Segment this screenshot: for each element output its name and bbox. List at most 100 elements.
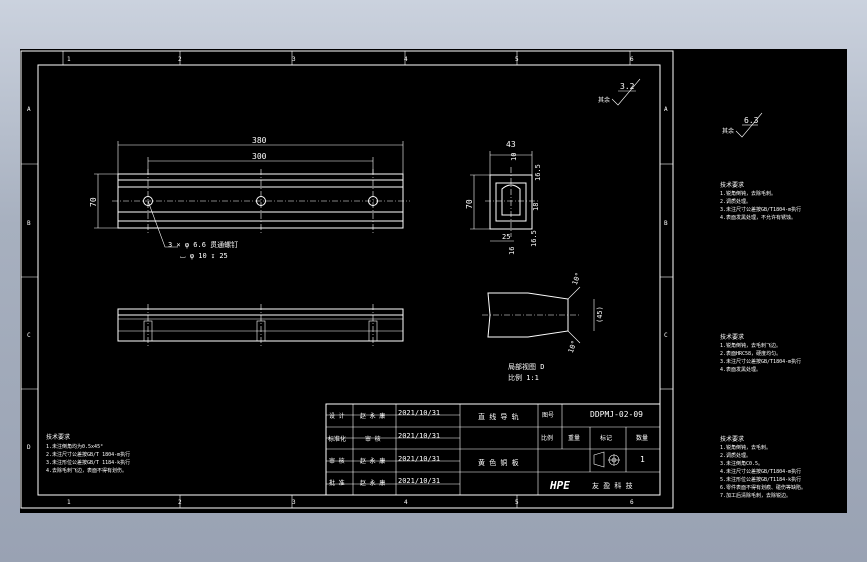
dim-side-l2: 16 [508,247,516,255]
roughness-main-value: 3.2 [620,82,635,91]
req-left-line: 技术要求 [46,433,70,441]
req-side1-line: 技术要求 [720,181,744,189]
col-number: 6 [630,56,634,63]
dim-angle-top: 10° [571,271,583,286]
col-number: 6 [630,499,634,506]
req-side3-line: 2.调质处理。 [720,452,751,459]
column-numbers: 1 2 3 4 5 6 1 2 3 4 5 6 [67,56,634,506]
dim-overall-length: 380 [252,136,267,145]
part-name: 直 线 导 轨 [478,412,519,421]
col-number: 2 [178,499,182,506]
req-side1-line: 3.未注尺寸公差按GB/T1804-m执行 [720,206,801,213]
req-left-line: 3.未注形位公差按GB/T 1184-k执行 [46,459,130,466]
side-view [470,151,538,242]
req-side3-line: 4.未注尺寸公差按GB/T1804-m执行 [720,468,801,475]
outer-border [20,50,674,509]
dim-side-height: 70 [465,199,474,209]
company-name: 友 盈 科 技 [592,481,633,490]
tb-role: 审 核 [329,457,345,465]
row-letters: A B C D A B C [27,106,668,451]
tb-date: 2021/10/31 [398,455,440,463]
col-number: 2 [178,56,182,63]
req-side1-line: 4.表面发黑处理，不允许有锈蚀。 [720,214,796,221]
req-side3-line: 1.锐角倒钝，去毛刺。 [720,444,771,451]
dim-detail-height: (45) [596,306,604,323]
row-letter: B [664,220,668,227]
roughness-side-value: 6.3 [744,116,759,125]
req-left-line: 4.去除毛刺飞边，表面不得有划伤。 [46,467,127,474]
code-label: 图号 [542,412,554,419]
row-letter: C [27,332,31,339]
roughness-symbol-side [735,112,763,138]
hdr-scale: 比例 [541,434,553,442]
col-number: 3 [292,56,296,63]
req-side1-line: 2.调质处理。 [720,198,751,205]
row-letter: A [27,106,31,113]
projection-symbol-icon [593,451,620,468]
dim-side-width: 43 [506,140,516,149]
col-number: 5 [515,499,519,506]
dim-height: 70 [89,197,98,207]
tech-requirements-side-2: 技术要求 1.锐角倒钝，去毛刺飞边。 2.表面HRC58，硬度均匀。 3.未注尺… [720,333,801,373]
title-block-signatures: 设 计 赵 永 康 2021/10/31 标准化 审 核 2021/10/31 … [328,409,440,487]
req-left-line: 1.未注倒角均为0.5x45° [46,443,103,450]
hdr-weight: 重量 [568,434,580,442]
req-side1-line: 1.锐角倒钝，去除毛刺。 [720,190,776,197]
row-letter: B [27,220,31,227]
quantity: 1 [640,455,645,464]
view-note-1: 局部视图 D [508,362,544,371]
material: 黄 色 铜 板 [478,458,519,467]
row-letter: C [664,332,668,339]
tb-role: 标准化 [328,435,346,443]
dim-side-r2: 18 [532,203,540,211]
roughness-main-label: 其余 [598,96,610,104]
col-number: 1 [67,56,71,63]
hole-callout-1: 3 × φ 6.6 贯通螺钉 [168,240,238,249]
req-side3-line: 6.零件表面不得有划痕、碰伤等缺陷。 [720,484,806,491]
tb-name: 审 核 [365,435,381,443]
tech-requirements-side-3: 技术要求 1.锐角倒钝，去毛刺。 2.调质处理。 3.未注倒角C0.5。 4.未… [720,435,806,499]
req-side2-line: 1.锐角倒钝，去毛刺飞边。 [720,342,781,349]
drawing-code: DDPMJ-02-09 [590,410,643,419]
tb-date: 2021/10/31 [398,477,440,485]
row-letter: D [27,444,31,451]
bottom-view [117,304,404,346]
req-side3-line: 技术要求 [720,435,744,443]
detail-view [482,286,595,344]
title-block [325,403,661,496]
req-side2-line: 4.表面发黑处理。 [720,366,761,373]
dim-side-b1: 25 [502,233,510,241]
tech-requirements-side-1: 技术要求 1.锐角倒钝，去除毛刺。 2.调质处理。 3.未注尺寸公差按GB/T1… [720,181,801,221]
view-note-2: 比例 1:1 [508,373,539,382]
cad-viewport[interactable]: 1 2 3 4 5 6 1 2 3 4 5 6 A B C D A B C [20,49,847,513]
hole-callout-2: ⌴ φ 10 ↧ 25 [180,252,228,260]
req-side3-line: 7.加工后清除毛刺，去除锐边。 [720,492,791,499]
front-dimensions [94,141,404,248]
col-number: 1 [67,499,71,506]
inner-border [37,64,661,496]
dim-side-top: 10 [510,153,518,161]
req-side2-line: 3.未注尺寸公差按GB/T1804-m执行 [720,358,801,365]
req-side3-line: 3.未注倒角C0.5。 [720,460,763,467]
col-number: 4 [404,56,408,63]
hdr-mark: 标记 [600,434,612,442]
dim-side-r1: 16.5 [534,164,542,181]
row-letter: A [664,106,668,113]
req-side2-line: 2.表面HRC58，硬度均匀。 [720,350,781,357]
col-number: 3 [292,499,296,506]
tb-role: 批 准 [329,479,345,487]
req-left-line: 2.未注尺寸公差按GB/T 1804-m执行 [46,451,130,458]
technical-drawing: 1 2 3 4 5 6 1 2 3 4 5 6 A B C D A B C [20,50,806,509]
tech-requirements-left: 技术要求 1.未注倒角均为0.5x45° 2.未注尺寸公差按GB/T 1804-… [46,433,130,474]
company-logo: HPE [549,479,570,492]
tb-date: 2021/10/31 [398,409,440,417]
dim-hole-spacing: 300 [252,152,267,161]
tb-name: 赵 永 康 [360,479,385,487]
col-number: 4 [404,499,408,506]
front-view [112,169,410,233]
tb-date: 2021/10/31 [398,432,440,440]
dim-angle-bottom: 10° [567,339,579,354]
req-side3-line: 5.未注形位公差按GB/T1184-k执行 [720,476,801,483]
req-side2-line: 技术要求 [720,333,744,341]
tb-role: 设 计 [329,412,345,420]
